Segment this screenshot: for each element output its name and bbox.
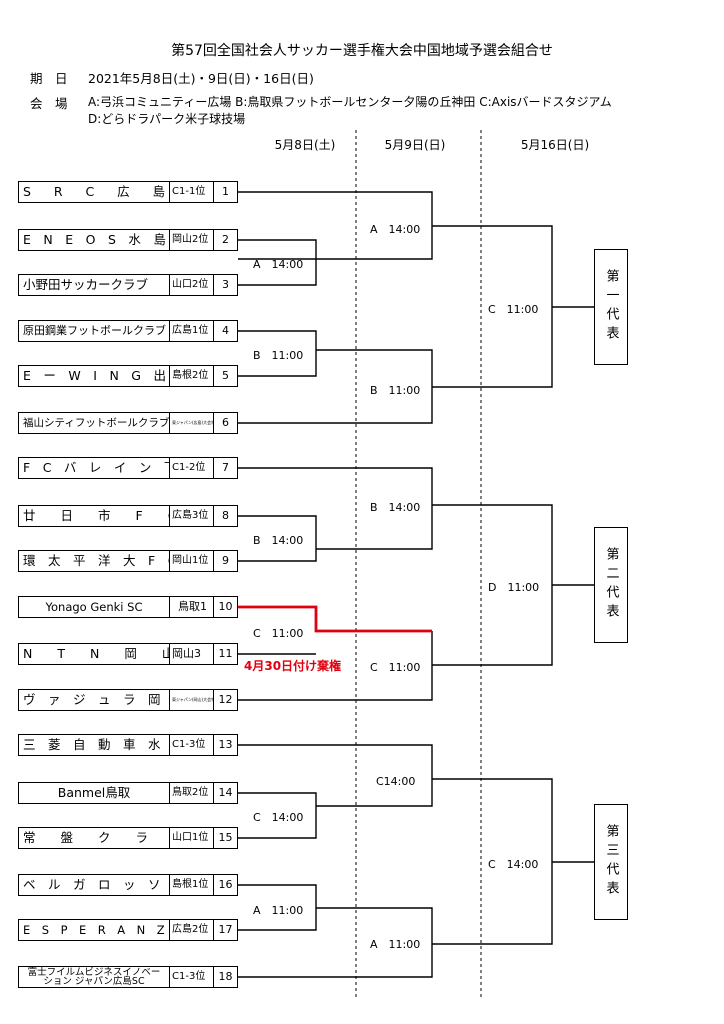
- team-8-qual: 広島3位: [170, 505, 214, 527]
- team-4-name: 原田鋼業フットボールクラブ: [18, 320, 170, 342]
- match-r1-a: A 14:00: [253, 258, 304, 271]
- team-15-name: 常 盤 ク ラ ブ: [18, 827, 170, 849]
- team-16-name: ベ ル ガ ロ ッ ソ 浜 田: [18, 874, 170, 896]
- team-8-seed: 8: [214, 505, 238, 527]
- representative-3-box: 第三代表: [594, 804, 628, 920]
- venues-line2: D:どらドラパーク米子球技場: [88, 112, 246, 126]
- team-3-seed: 3: [214, 274, 238, 296]
- match-r2-a: A 14:00: [370, 223, 421, 236]
- team-4-seed: 4: [214, 320, 238, 342]
- match-r1-c: B 14:00: [253, 534, 304, 547]
- team-16-seed: 16: [214, 874, 238, 896]
- team-1-name: S R C 広 島: [18, 181, 170, 203]
- team-17-seed: 17: [214, 919, 238, 941]
- match-r2-e: C14:00: [376, 775, 416, 788]
- match-r1-e: C 14:00: [253, 811, 304, 824]
- match-r1-b: B 11:00: [253, 349, 304, 362]
- team-6-seed: 6: [214, 412, 238, 434]
- team-9-name: 環 太 平 洋 大 F C: [18, 550, 170, 572]
- team-3-name: 小野田サッカークラブ: [18, 274, 170, 296]
- match-r1-f: A 11:00: [253, 904, 304, 917]
- team-1-seed: 1: [214, 181, 238, 203]
- match-r2-b: B 11:00: [370, 384, 421, 397]
- team-11-qual: 岡山3: [170, 643, 214, 665]
- team-15-seed: 15: [214, 827, 238, 849]
- team-9-seed: 9: [214, 550, 238, 572]
- match-r3-a: C 11:00: [488, 303, 539, 316]
- team-18-seed: 18: [214, 966, 238, 988]
- team-13-name: 三 菱 自 動 車 水 島 F C: [18, 734, 170, 756]
- representative-3-label: 第三代表: [603, 824, 619, 900]
- team-2-qual: 岡山2位: [170, 229, 214, 251]
- team-7-seed: 7: [214, 457, 238, 479]
- team-5-seed: 5: [214, 365, 238, 387]
- team-14-seed: 14: [214, 782, 238, 804]
- team-10-seed: 10: [214, 596, 238, 618]
- representative-1-box: 第一代表: [594, 249, 628, 365]
- representative-2-box: 第二代表: [594, 527, 628, 643]
- team-12-seed: 12: [214, 689, 238, 711]
- team-8-name: 廿 日 市 F C: [18, 505, 170, 527]
- representative-2-label: 第二代表: [603, 547, 619, 623]
- day-header-3: 5月16日(日): [520, 138, 590, 152]
- venues-line1: A:弓浜コミュニティー広場 B:鳥取県フットボールセンター夕陽の丘神田 C:Ax…: [88, 95, 612, 109]
- match-r2-d: C 11:00: [370, 661, 421, 674]
- team-2-name: E N E O S 水 島: [18, 229, 170, 251]
- venues-label: 会 場: [30, 96, 68, 111]
- team-12-name: ヴ ァ ジ ュ ラ 岡 山: [18, 689, 170, 711]
- team-13-qual: C1-3位: [170, 734, 214, 756]
- match-r2-c: B 14:00: [370, 501, 421, 514]
- forfeit-note: 4月30日付け棄権: [244, 659, 342, 673]
- team-5-qual: 島根2位: [170, 365, 214, 387]
- team-15-qual: 山口1位: [170, 827, 214, 849]
- team-11-name: N T N 岡 山: [18, 643, 170, 665]
- team-12-qual: 東ジャパン(岡山)大会特別出場: [170, 689, 214, 711]
- team-6-name: 福山シティフットボールクラブ: [18, 412, 170, 434]
- team-7-name: F C バ レ イ ン 下 関: [18, 457, 170, 479]
- match-r3-c: C 14:00: [488, 858, 539, 871]
- team-14-qual: 鳥取2位: [170, 782, 214, 804]
- team-10-name: Yonago Genki SC: [18, 596, 170, 618]
- team-11-seed: 11: [214, 643, 238, 665]
- team-3-qual: 山口2位: [170, 274, 214, 296]
- team-2-seed: 2: [214, 229, 238, 251]
- team-14-name: Banmel鳥取: [18, 782, 170, 804]
- match-r1-d: C 11:00: [253, 627, 304, 640]
- team-13-seed: 13: [214, 734, 238, 756]
- team-9-qual: 岡山1位: [170, 550, 214, 572]
- match-r3-b: D 11:00: [488, 581, 540, 594]
- day-header-1: 5月8日(土): [274, 138, 336, 152]
- team-6-qual: 東ジャパン(広島)大会特別出場: [170, 412, 214, 434]
- page-title: 第57回全国社会人サッカー選手権大会中国地域予選会組合せ: [171, 43, 553, 59]
- team-17-qual: 広島2位: [170, 919, 214, 941]
- representative-1-label: 第一代表: [603, 269, 619, 345]
- team-7-qual: C1-2位: [170, 457, 214, 479]
- team-18-qual: C1-3位: [170, 966, 214, 988]
- team-5-name: E ー W I N G 出 雲: [18, 365, 170, 387]
- team-1-qual: C1-1位: [170, 181, 214, 203]
- team-4-qual: 広島1位: [170, 320, 214, 342]
- team-10-qual: 鳥取1: [170, 596, 214, 618]
- dates-value: 2021年5月8日(土)・9日(日)・16日(日): [88, 71, 314, 86]
- team-18-name: 富士フイルムビジネスイノベーション ジャパン広島SC: [18, 966, 170, 988]
- day-header-2: 5月9日(日): [384, 138, 446, 152]
- dates-label: 期 日: [30, 71, 68, 86]
- team-17-name: E S P E R A N Z A F C: [18, 919, 170, 941]
- match-r2-f: A 11:00: [370, 938, 421, 951]
- team-16-qual: 島根1位: [170, 874, 214, 896]
- forfeit-line: [238, 605, 432, 633]
